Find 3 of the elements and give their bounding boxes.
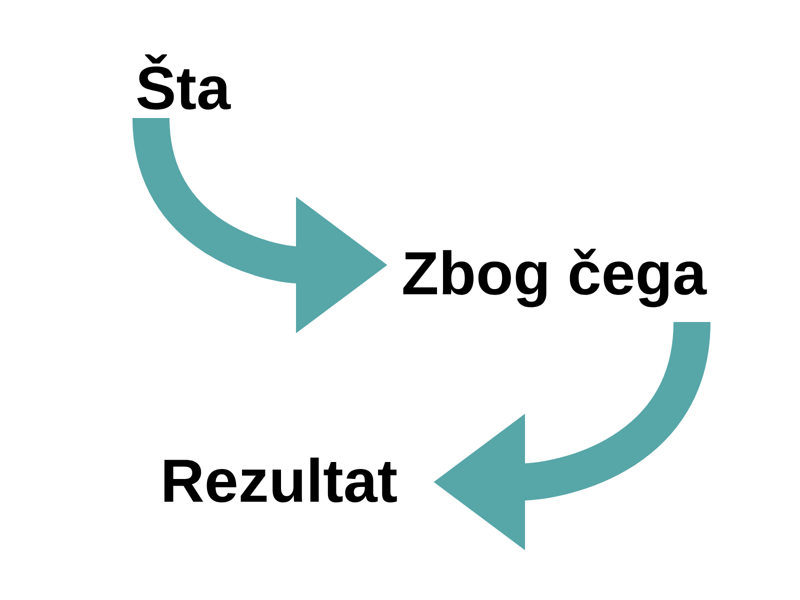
word-label: Rezultat bbox=[164, 458, 397, 502]
word-label: Zbog čega bbox=[403, 248, 707, 308]
word-label: Šta bbox=[137, 54, 231, 110]
